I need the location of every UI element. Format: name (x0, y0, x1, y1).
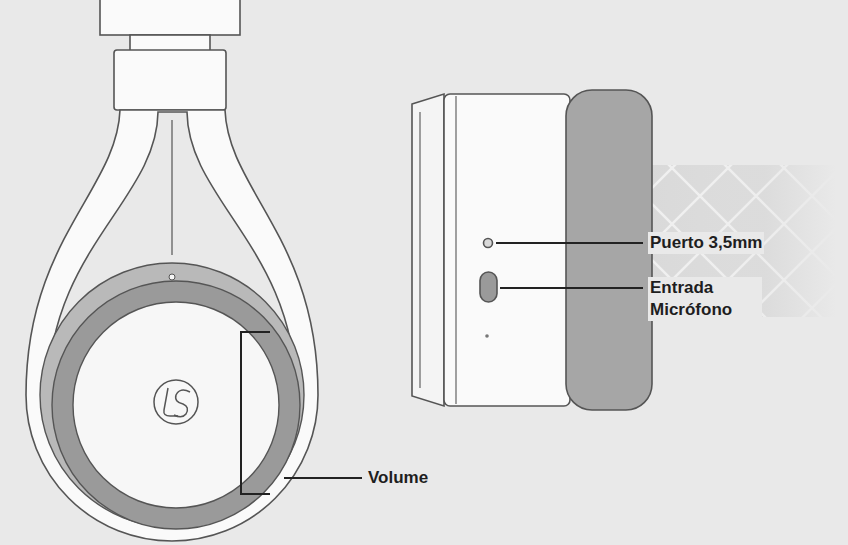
bracket (241, 332, 270, 494)
side-cushion (566, 90, 652, 410)
headband-neck (130, 35, 210, 51)
leader-line (496, 242, 643, 244)
leader-line (284, 477, 362, 479)
volume-bracket (241, 332, 362, 494)
part-label: Puerto 3,5mm (648, 232, 764, 254)
headband-slider (114, 50, 226, 110)
headband-top (100, 0, 240, 35)
audio-port (484, 239, 493, 248)
cup-plate-edge (419, 112, 420, 388)
part-label: Entrada Micrófono (648, 277, 762, 321)
part-label: Volume (366, 467, 430, 489)
logo-stroke (164, 388, 178, 416)
cup-seam (455, 96, 456, 404)
led-dot (485, 334, 489, 338)
leaders (496, 243, 643, 288)
logo-circle (154, 380, 198, 424)
ear-cap (73, 302, 279, 508)
yoke-split (171, 120, 172, 255)
leader-line (500, 287, 643, 289)
brand-logo (154, 380, 198, 424)
yoke (26, 110, 318, 541)
cup-plate (412, 94, 444, 406)
mic-hole (169, 274, 175, 280)
yoke-outer (26, 110, 318, 541)
side-cup (412, 90, 652, 410)
cup-body (444, 94, 570, 406)
logo-stroke (174, 390, 190, 417)
headband (100, 0, 240, 110)
mic-port (480, 272, 497, 302)
volume-ring (52, 281, 300, 529)
